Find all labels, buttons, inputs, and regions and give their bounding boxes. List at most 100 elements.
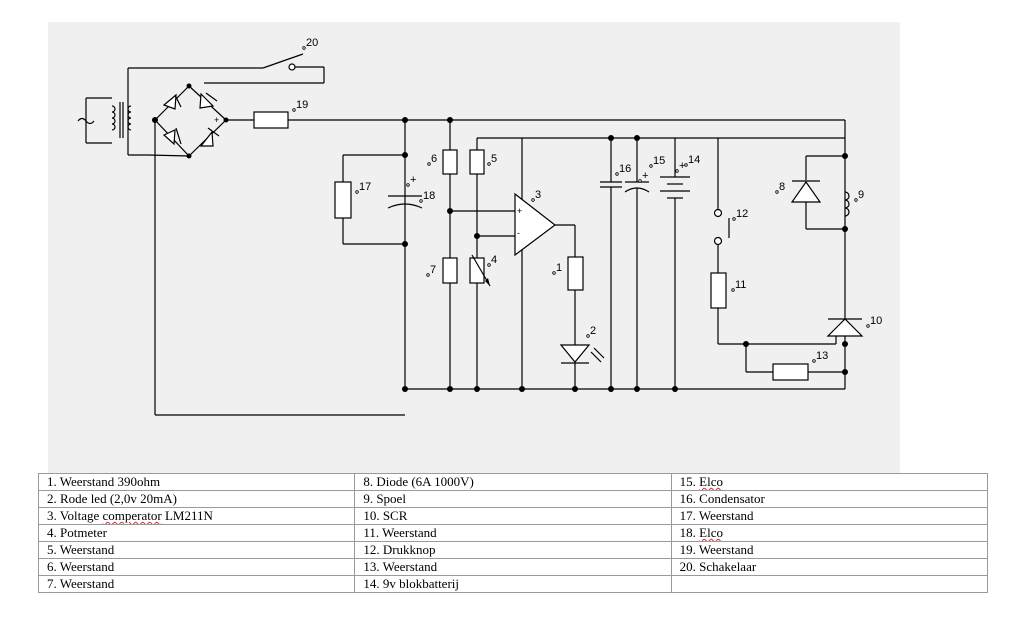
table-row: 3. Voltage comperator LM211N 10. SCR 17.… [37, 507, 989, 525]
capacitor-16 [600, 138, 622, 389]
label-marker [406, 183, 410, 187]
label-marker [675, 169, 679, 173]
label-marker [427, 162, 431, 166]
label-13: 13 [816, 350, 828, 362]
pushbutton-12 [713, 138, 730, 273]
label-6: 6 [431, 153, 437, 165]
label-10: 10 [870, 315, 882, 327]
legend-cell: 3. Voltage comperator LM211N [37, 507, 356, 525]
label-marker [355, 190, 359, 194]
resistor-7 [442, 257, 458, 389]
schematic-svg: + + [77, 37, 882, 416]
table-row: 4. Potmeter 11. Weerstand 18. Elco [37, 524, 989, 542]
component-legend-table: 1. Weerstand 390ohm 8. Diode (6A 1000V) … [37, 473, 989, 593]
potmeter-4 [469, 254, 491, 389]
label-marker [487, 263, 491, 267]
label-18: 18 [423, 190, 435, 202]
label-15: 15 [653, 155, 665, 167]
battery-14: + [660, 138, 690, 389]
table-row: 1. Weerstand 390ohm 8. Diode (6A 1000V) … [37, 473, 989, 491]
label-19: 19 [296, 99, 308, 111]
svg-text:+: + [410, 174, 416, 186]
scr-10 [826, 318, 864, 344]
legend-cell: 4. Potmeter [37, 524, 356, 542]
legend-cell: 2. Rode led (2,0v 20mA) [37, 490, 356, 508]
label-marker [292, 108, 296, 112]
junction-dots [402, 117, 848, 392]
label-2: 2 [590, 325, 596, 337]
label-12: 12 [736, 208, 748, 220]
label-marker [426, 273, 430, 277]
legend-cell: 6. Weerstand [37, 558, 356, 576]
table-row: 7. Weerstand 14. 9v blokbatterij [37, 575, 989, 593]
legend-cell: 20. Schakelaar [670, 558, 989, 576]
circuit-schematic: + + [48, 22, 900, 473]
resistor-1 [567, 256, 584, 345]
led-2 [559, 344, 605, 389]
label-marker [419, 199, 423, 203]
label-marker [684, 163, 688, 167]
legend-cell: 12. Drukknop [354, 541, 672, 559]
legend-cell: 1. Weerstand 390ohm [37, 473, 356, 491]
label-marker [866, 324, 870, 328]
power-buses [155, 120, 846, 416]
legend-cell: 10. SCR [354, 507, 672, 525]
resistor-5 [469, 138, 485, 258]
label-5: 5 [491, 153, 497, 165]
label-16: 16 [619, 163, 631, 175]
label-marker [649, 164, 653, 168]
component-labels: 20 19 6 5 3 17 18 16 15 14 12 8 9 4 7 1 … [292, 37, 882, 363]
legend-cell: 5. Weerstand [37, 541, 356, 559]
legend-cell: 8. Diode (6A 1000V) [354, 473, 672, 491]
legend-cell: 14. 9v blokbatterij [354, 575, 672, 593]
svg-text:+: + [642, 170, 648, 182]
label-marker [812, 359, 816, 363]
label-8: 8 [779, 181, 785, 193]
bridge-rectifier: + [128, 83, 229, 415]
legend-cell: 19. Weerstand [670, 541, 989, 559]
label-3: 3 [535, 189, 541, 201]
legend-cell: 17. Weerstand [670, 507, 989, 525]
svg-text:+: + [517, 206, 522, 216]
comparator-3: + - [450, 138, 576, 389]
label-14: 14 [688, 154, 700, 166]
resistor-6 [442, 120, 458, 258]
legend-cell: 18. Elco [670, 524, 989, 542]
legend-cell [670, 575, 989, 593]
label-20: 20 [306, 37, 318, 49]
resistor-11 [710, 272, 836, 345]
svg-text:-: - [517, 228, 520, 238]
switch-20 [128, 53, 325, 84]
label-marker [731, 288, 735, 292]
capacitor-18: + [387, 174, 423, 209]
label-marker [487, 162, 491, 166]
label-marker [586, 334, 590, 338]
label-1: 1 [556, 262, 562, 274]
table-row: 6. Weerstand 13. Weerstand 20. Schakelaa… [37, 558, 989, 576]
label-marker [732, 217, 736, 221]
label-7: 7 [430, 264, 436, 276]
coil-9 [844, 191, 850, 217]
transformer [77, 68, 132, 155]
legend-cell: 9. Spoel [354, 490, 672, 508]
resistor-13 [745, 344, 845, 381]
label-4: 4 [491, 254, 497, 266]
diode-8 [790, 155, 845, 230]
label-marker [302, 46, 306, 50]
label-11: 11 [735, 279, 746, 291]
resistor-19 [226, 111, 845, 129]
elco-15: + [624, 138, 650, 389]
legend-cell: 11. Weerstand [354, 524, 672, 542]
label-marker [775, 190, 779, 194]
legend-cell: 13. Weerstand [354, 558, 672, 576]
svg-text:+: + [679, 160, 685, 172]
table-row: 5. Weerstand 12. Drukknop 19. Weerstand [37, 541, 989, 559]
label-9: 9 [858, 189, 864, 201]
legend-cell: 15. Elco [670, 473, 989, 491]
label-marker [531, 198, 535, 202]
table-row: 2. Rode led (2,0v 20mA) 9. Spoel 16. Con… [37, 490, 989, 508]
label-17: 17 [359, 181, 371, 193]
resistor-17 [334, 154, 405, 245]
label-marker [638, 179, 642, 183]
label-marker [615, 172, 619, 176]
